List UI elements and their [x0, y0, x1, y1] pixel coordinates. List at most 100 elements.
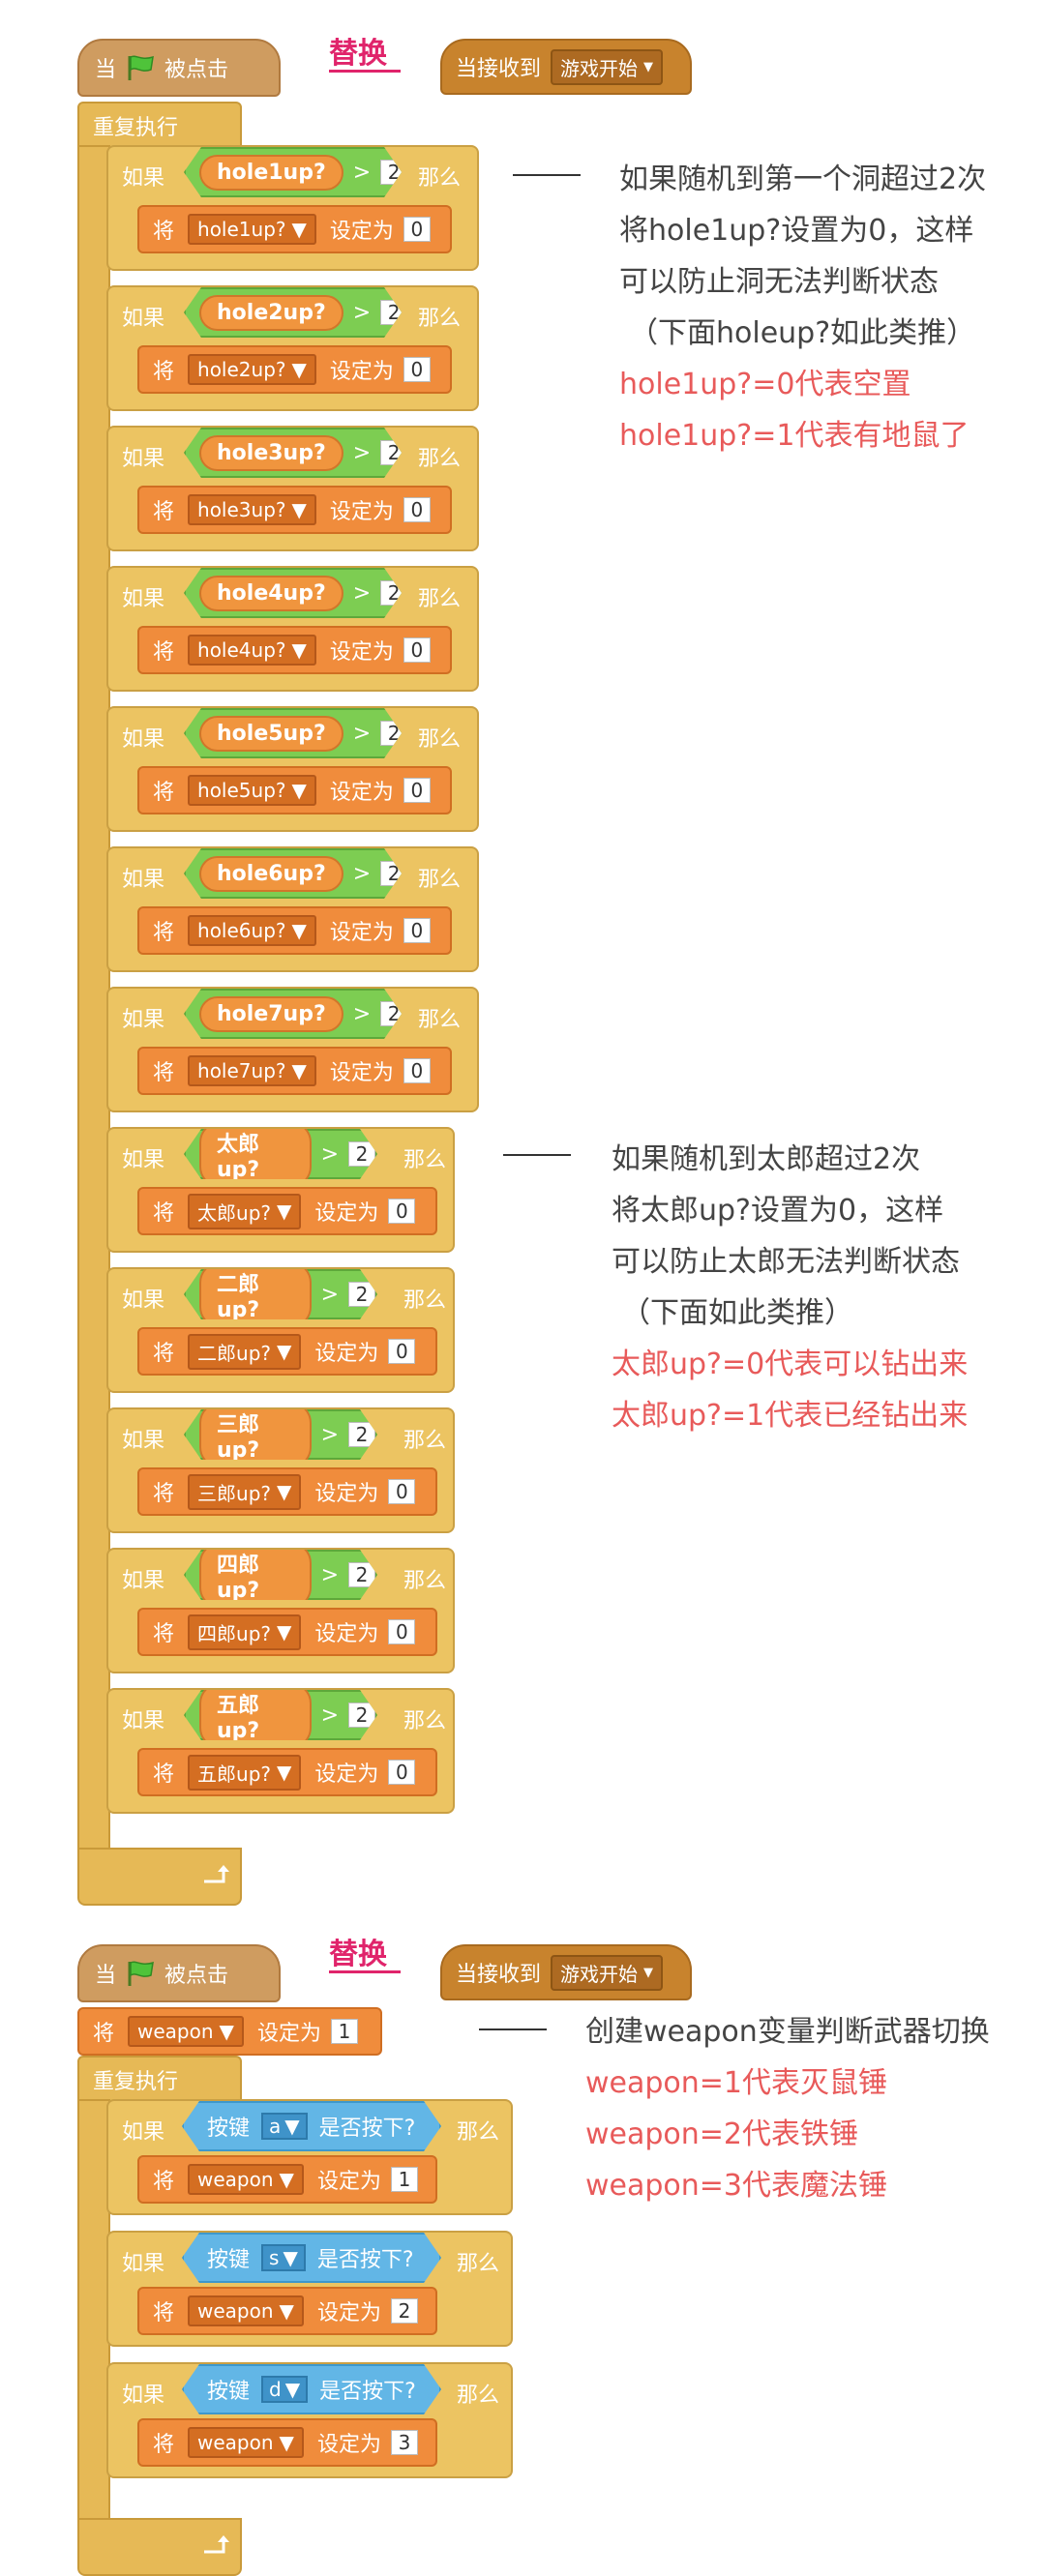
- value-input[interactable]: 0: [403, 1058, 431, 1083]
- threshold-input[interactable]: 2: [348, 1703, 375, 1728]
- variable-dropdown[interactable]: hole7up?▼: [188, 1055, 316, 1086]
- variable-reporter[interactable]: hole5up?: [199, 716, 343, 752]
- when-receive-block[interactable]: 当接收到游戏开始▼: [440, 1944, 692, 2000]
- greater-than-condition[interactable]: 五郎up?>2: [184, 1690, 377, 1740]
- dropdown-triangle-icon[interactable]: ▼: [277, 1199, 292, 1223]
- variable-dropdown[interactable]: hole2up?▼: [188, 354, 316, 385]
- variable-dropdown[interactable]: hole3up?▼: [188, 494, 316, 525]
- greater-than-condition[interactable]: hole4up?>2: [184, 568, 402, 618]
- threshold-input[interactable]: 2: [380, 160, 407, 185]
- variable-dropdown[interactable]: weapon▼: [128, 2016, 244, 2047]
- variable-dropdown[interactable]: 三郎up?▼: [188, 1473, 302, 1510]
- variable-dropdown[interactable]: hole4up?▼: [188, 635, 316, 666]
- forever-block[interactable]: 重复执行: [77, 102, 242, 150]
- variable-dropdown[interactable]: 太郎up?▼: [188, 1193, 302, 1229]
- dropdown-triangle-icon[interactable]: ▼: [291, 358, 307, 381]
- variable-dropdown[interactable]: hole6up?▼: [188, 915, 316, 946]
- dropdown-triangle-icon[interactable]: ▼: [291, 1059, 307, 1082]
- variable-reporter[interactable]: 三郎up?: [199, 1402, 312, 1468]
- dropdown-triangle-icon[interactable]: ▼: [279, 2168, 294, 2191]
- greater-than-condition[interactable]: hole1up?>2: [184, 147, 402, 197]
- message-dropdown[interactable]: 游戏开始▼: [551, 48, 664, 85]
- variable-dropdown[interactable]: weapon▼: [188, 2427, 304, 2458]
- value-input[interactable]: 0: [388, 1199, 416, 1224]
- dropdown-triangle-icon[interactable]: ▼: [284, 2378, 301, 2401]
- threshold-input[interactable]: 2: [348, 1141, 375, 1167]
- threshold-input[interactable]: 2: [348, 1282, 375, 1307]
- variable-dropdown[interactable]: hole5up?▼: [188, 775, 316, 806]
- when-receive-block[interactable]: 当接收到游戏开始▼: [440, 39, 692, 95]
- value-input[interactable]: 0: [388, 1760, 416, 1785]
- value-input[interactable]: 0: [388, 1619, 416, 1644]
- variable-reporter[interactable]: hole3up?: [199, 435, 343, 471]
- value-input[interactable]: 0: [388, 1479, 416, 1504]
- variable-dropdown[interactable]: weapon▼: [188, 2164, 304, 2195]
- dropdown-triangle-icon[interactable]: ▼: [643, 59, 654, 74]
- when-flag-clicked-block[interactable]: 当被点击: [77, 1944, 281, 2002]
- variable-reporter[interactable]: hole7up?: [199, 996, 343, 1032]
- threshold-input[interactable]: 2: [380, 300, 407, 325]
- value-input[interactable]: 0: [403, 918, 431, 943]
- dropdown-triangle-icon[interactable]: ▼: [219, 2020, 234, 2043]
- greater-than-condition[interactable]: 三郎up?>2: [184, 1409, 377, 1460]
- greater-than-condition[interactable]: 四郎up?>2: [184, 1550, 377, 1600]
- threshold-input[interactable]: 2: [348, 1422, 375, 1447]
- variable-dropdown[interactable]: hole1up?▼: [188, 214, 316, 245]
- greater-than-condition[interactable]: hole2up?>2: [184, 287, 402, 338]
- dropdown-triangle-icon[interactable]: ▼: [284, 2115, 300, 2138]
- threshold-input[interactable]: 2: [348, 1562, 375, 1587]
- variable-reporter[interactable]: hole2up?: [199, 295, 343, 331]
- when-flag-clicked-block[interactable]: 当被点击: [77, 39, 281, 97]
- dropdown-triangle-icon[interactable]: ▼: [291, 919, 307, 942]
- threshold-input[interactable]: 2: [380, 861, 407, 886]
- variable-reporter[interactable]: hole4up?: [199, 576, 343, 611]
- variable-dropdown[interactable]: 五郎up?▼: [188, 1754, 302, 1791]
- dropdown-triangle-icon[interactable]: ▼: [291, 779, 307, 802]
- value-input[interactable]: 0: [388, 1339, 416, 1364]
- value-input[interactable]: 0: [403, 217, 431, 242]
- key-dropdown[interactable]: s▼: [261, 2244, 306, 2271]
- variable-reporter[interactable]: 五郎up?: [199, 1682, 312, 1749]
- threshold-input[interactable]: 2: [380, 1001, 407, 1026]
- greater-than-condition[interactable]: 太郎up?>2: [184, 1129, 377, 1179]
- variable-dropdown[interactable]: 四郎up?▼: [188, 1614, 302, 1650]
- dropdown-triangle-icon[interactable]: ▼: [279, 2299, 294, 2323]
- variable-reporter[interactable]: 二郎up?: [199, 1261, 312, 1328]
- message-dropdown[interactable]: 游戏开始▼: [551, 1954, 664, 1991]
- variable-reporter[interactable]: hole1up?: [199, 155, 343, 191]
- variable-dropdown[interactable]: 二郎up?▼: [188, 1333, 302, 1370]
- dropdown-triangle-icon[interactable]: ▼: [277, 1761, 292, 1784]
- value-input[interactable]: 0: [403, 778, 431, 803]
- value-input[interactable]: 0: [403, 637, 431, 663]
- dropdown-triangle-icon[interactable]: ▼: [279, 2431, 294, 2454]
- key-dropdown[interactable]: d▼: [261, 2376, 308, 2403]
- dropdown-triangle-icon[interactable]: ▼: [291, 498, 307, 521]
- dropdown-triangle-icon[interactable]: ▼: [277, 1340, 292, 1363]
- value-input[interactable]: 2: [390, 2298, 418, 2324]
